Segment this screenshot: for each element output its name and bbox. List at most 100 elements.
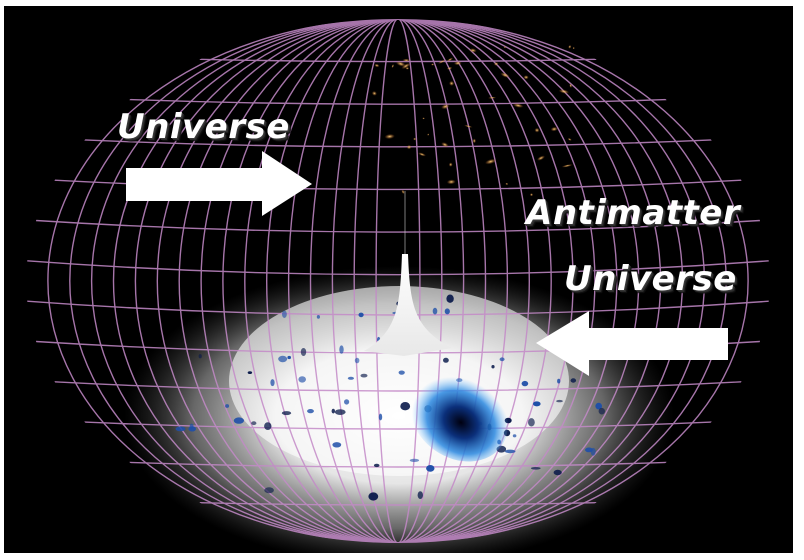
- blue-spot: [443, 357, 449, 363]
- grid-line: [178, 19, 618, 543]
- orange-spark: [413, 137, 417, 141]
- orange-spark: [568, 44, 572, 49]
- blue-spot: [307, 409, 314, 414]
- orange-spark: [536, 155, 546, 161]
- orange-spark: [402, 58, 411, 62]
- orange-spark: [395, 61, 406, 67]
- orange-spark: [561, 164, 573, 168]
- grid-line: [129, 98, 667, 105]
- grid-line: [69, 19, 727, 543]
- blue-spot: [282, 310, 287, 318]
- blue-spot: [247, 371, 253, 374]
- orange-spark: [391, 64, 395, 69]
- blue-spot: [556, 399, 563, 403]
- orange-spark: [558, 89, 570, 94]
- blue-spot: [446, 294, 454, 303]
- blue-spot: [530, 467, 541, 470]
- blue-spot: [347, 376, 354, 380]
- blue-spot: [339, 345, 344, 354]
- blue-spot: [426, 465, 435, 472]
- orange-spark: [493, 62, 499, 66]
- grid-line: [84, 139, 712, 148]
- grid-line: [309, 19, 487, 543]
- blue-spot: [417, 491, 423, 499]
- grid-line: [134, 19, 662, 543]
- blue-spot: [400, 402, 411, 411]
- orange-spark: [446, 57, 454, 62]
- left-arrow-icon: [536, 311, 728, 376]
- right-arrow-icon: [126, 151, 312, 216]
- blue-spot: [316, 315, 320, 319]
- blue-spot: [491, 365, 495, 369]
- orange-spark: [572, 46, 575, 50]
- orange-spark: [567, 137, 572, 141]
- blue-spot: [264, 422, 272, 430]
- grid-line: [353, 19, 443, 543]
- orange-spark: [472, 138, 477, 144]
- orange-spark: [550, 126, 558, 132]
- blue-spot: [225, 404, 230, 408]
- orange-spark: [487, 96, 497, 99]
- grid-line: [200, 19, 596, 543]
- orange-spark: [569, 83, 573, 88]
- blue-spot: [368, 492, 379, 501]
- grid-line: [287, 19, 509, 543]
- blue-spot: [354, 357, 360, 364]
- grid-line: [90, 19, 706, 543]
- orange-spark: [503, 46, 506, 49]
- grid-line: [54, 381, 742, 392]
- orange-spark: [469, 48, 477, 53]
- torus-universe-illustration: Universe Antimatter Universe: [4, 6, 793, 553]
- blue-spot: [175, 426, 186, 432]
- blue-spot: [198, 354, 202, 359]
- blue-spot: [409, 458, 420, 462]
- blue-spot: [512, 434, 517, 438]
- blue-spot: [553, 469, 562, 476]
- orange-spark: [418, 152, 426, 157]
- grid-line: [331, 19, 465, 543]
- grid-line: [375, 19, 421, 543]
- orange-spark: [449, 80, 455, 86]
- grid-line: [129, 461, 667, 468]
- grid-line: [266, 19, 531, 543]
- blue-spot: [300, 348, 307, 356]
- blue-spot: [378, 413, 383, 421]
- blue-spot: [278, 355, 288, 363]
- orange-spark: [441, 103, 450, 110]
- orange-spark: [448, 162, 453, 167]
- orange-spark: [422, 117, 425, 120]
- grid-line: [199, 502, 597, 506]
- grid-line: [112, 19, 684, 543]
- blue-spot: [398, 370, 405, 375]
- central-funnel: [364, 254, 452, 356]
- grid-line: [47, 19, 749, 543]
- blue-spot: [358, 312, 364, 318]
- blue-spot: [590, 447, 596, 456]
- grid-line: [84, 421, 712, 430]
- orange-spark: [401, 62, 411, 70]
- blue-spot: [533, 401, 541, 407]
- blue-spot: [521, 380, 529, 387]
- blue-spot: [344, 399, 350, 405]
- orange-spark: [374, 63, 380, 68]
- grid-line: [156, 19, 640, 543]
- grid-line: [244, 19, 552, 543]
- blue-spot: [332, 442, 342, 448]
- orange-spark: [453, 61, 462, 66]
- blue-spot: [570, 378, 577, 383]
- orange-spark: [446, 179, 456, 185]
- grid-line: [222, 19, 574, 543]
- orange-spark: [438, 59, 446, 64]
- orange-spark: [512, 103, 524, 108]
- orange-spark: [500, 72, 510, 78]
- torus-grid: [27, 19, 769, 543]
- blue-spot: [557, 378, 561, 384]
- blue-spot: [298, 376, 307, 383]
- blue-spot: [270, 379, 275, 387]
- blue-spot: [504, 449, 516, 454]
- orange-spark: [523, 75, 529, 80]
- blue-spot: [595, 402, 602, 410]
- orange-spark: [441, 142, 449, 148]
- blue-blob: [410, 370, 508, 462]
